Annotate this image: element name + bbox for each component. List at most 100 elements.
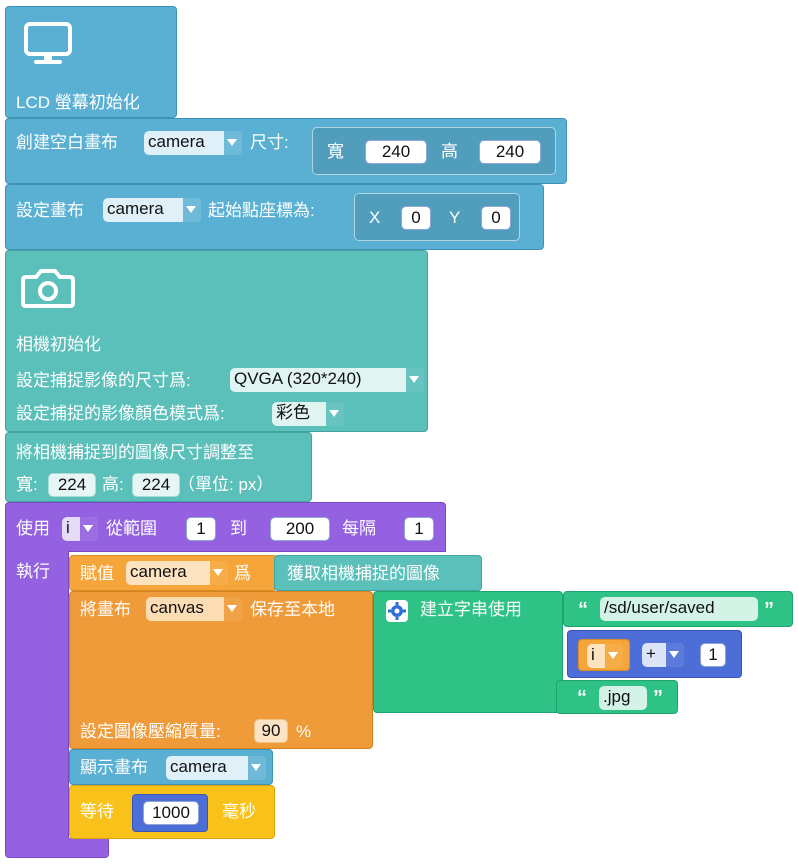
save-canvas-value: canvas bbox=[150, 598, 204, 617]
dropdown-arrow-bg bbox=[210, 561, 228, 585]
loop-use-label: 使用 bbox=[16, 519, 50, 538]
gear-icon[interactable] bbox=[386, 600, 408, 622]
monitor-icon bbox=[24, 22, 72, 64]
dropdown-arrow-bg bbox=[183, 198, 201, 222]
color-mode-label: 設定捕捉的影像顏色模式爲: bbox=[16, 404, 225, 423]
var-i-dropdown[interactable]: i bbox=[587, 644, 623, 668]
camera-init-label: 相機初始化 bbox=[16, 335, 101, 354]
y-label: Y bbox=[449, 208, 461, 227]
capture-size-label: 設定捕捉影像的尺寸爲: bbox=[16, 371, 191, 390]
wait-number-block[interactable]: 1000 bbox=[132, 794, 208, 832]
open-quote-ext: “ bbox=[577, 687, 587, 709]
resize-width-label: 寬: bbox=[16, 475, 38, 494]
save-local-label: 保存至本地 bbox=[250, 600, 335, 619]
dropdown-arrow-bg bbox=[326, 402, 344, 426]
quality-input[interactable]: 90 bbox=[254, 719, 288, 743]
open-quote: “ bbox=[578, 599, 588, 621]
dropdown-arrow-bg bbox=[224, 131, 242, 155]
quality-unit-label: % bbox=[296, 722, 312, 741]
loop-from-input[interactable]: 1 bbox=[186, 517, 216, 541]
resize-width-input[interactable]: 224 bbox=[48, 473, 96, 497]
width-label: 寬 bbox=[327, 142, 344, 161]
loop-range-label: 從範圍 bbox=[106, 519, 157, 538]
wait-block[interactable]: 等待 1000 毫秒 bbox=[69, 785, 275, 839]
assign-var-value: camera bbox=[130, 562, 187, 581]
loop-var-value: i bbox=[66, 518, 70, 537]
origin-canvas-value: camera bbox=[107, 199, 164, 218]
text-block-path[interactable]: “ /sd/user/saved ” bbox=[563, 591, 793, 627]
origin-label: 起始點座標為: bbox=[208, 201, 315, 220]
loop-step-input[interactable]: 1 bbox=[404, 517, 434, 541]
math-add-block[interactable]: i + 1 bbox=[567, 630, 742, 678]
loop-do-label: 執行 bbox=[16, 562, 50, 581]
var-i-block[interactable]: i bbox=[578, 639, 630, 671]
loop-var-dropdown[interactable]: i bbox=[62, 517, 98, 541]
color-mode-dropdown[interactable]: 彩色 bbox=[272, 402, 344, 426]
text-block-ext[interactable]: “ .jpg ” bbox=[556, 680, 678, 714]
operator-value: + bbox=[646, 644, 656, 663]
origin-input-slot: X 0 Y 0 bbox=[354, 193, 520, 241]
loop-bottom-arm bbox=[5, 838, 109, 858]
loop-body-spine: 執行 bbox=[5, 550, 69, 840]
wait-label: 等待 bbox=[80, 802, 114, 821]
assign-block[interactable]: 賦值 camera 爲 bbox=[69, 555, 277, 591]
close-quote: ” bbox=[764, 599, 774, 621]
resize-block[interactable]: 將相機捕捉到的圖像尺寸調整至 寬: 224 高: 224 （單位: px） bbox=[5, 432, 312, 502]
dropdown-arrow-bg bbox=[248, 756, 266, 780]
capture-size-value: QVGA (320*240) bbox=[234, 369, 362, 388]
resize-label: 將相機捕捉到的圖像尺寸調整至 bbox=[16, 443, 254, 462]
lcd-init-label: LCD 螢幕初始化 bbox=[16, 93, 140, 112]
operand-input[interactable]: 1 bbox=[700, 643, 726, 667]
canvas-name-value: camera bbox=[148, 132, 205, 151]
save-canvas-dropdown[interactable]: canvas bbox=[146, 597, 242, 621]
get-image-label: 獲取相機捕捉的圖像 bbox=[287, 564, 440, 583]
assign-var-dropdown[interactable]: camera bbox=[126, 561, 228, 585]
height-label: 高 bbox=[441, 142, 458, 161]
dropdown-arrow-bg bbox=[80, 517, 98, 541]
resize-unit-label: （單位: px） bbox=[178, 475, 274, 494]
wait-unit-label: 毫秒 bbox=[222, 802, 256, 821]
dropdown-arrow-bg bbox=[666, 643, 684, 667]
resize-height-label: 高: bbox=[102, 475, 124, 494]
show-canvas-dropdown[interactable]: camera bbox=[166, 756, 266, 780]
string-join-label: 建立字串使用 bbox=[420, 600, 522, 619]
show-canvas-value: camera bbox=[170, 757, 227, 776]
capture-size-dropdown[interactable]: QVGA (320*240) bbox=[230, 368, 424, 392]
resize-height-input[interactable]: 224 bbox=[132, 473, 180, 497]
for-loop-block[interactable]: 使用 i 從範圍 1 到 200 每隔 1 bbox=[5, 502, 446, 552]
camera-init-block[interactable]: 相機初始化 設定捕捉影像的尺寸爲: QVGA (320*240) 設定捕捉的影像… bbox=[5, 250, 428, 432]
create-canvas-label: 創建空白畫布 bbox=[16, 133, 118, 152]
dropdown-arrow-bg bbox=[605, 644, 623, 668]
size-input-slot: 寬 240 高 240 bbox=[312, 127, 556, 175]
loop-step-label: 每隔 bbox=[342, 519, 376, 538]
wait-value-input[interactable]: 1000 bbox=[143, 801, 199, 825]
create-canvas-block[interactable]: 創建空白畫布 camera 尺寸: 寬 240 高 240 bbox=[5, 118, 567, 184]
dropdown-arrow-bg bbox=[406, 368, 424, 392]
set-canvas-label: 設定畫布 bbox=[16, 201, 84, 220]
lcd-init-block[interactable]: LCD 螢幕初始化 bbox=[5, 6, 177, 118]
height-input[interactable]: 240 bbox=[479, 140, 541, 164]
get-image-block[interactable]: 獲取相機捕捉的圖像 bbox=[274, 555, 482, 591]
show-canvas-block[interactable]: 顯示畫布 camera bbox=[69, 749, 273, 785]
camera-icon bbox=[21, 269, 75, 308]
quality-label: 設定圖像壓縮質量: bbox=[80, 722, 221, 741]
x-label: X bbox=[369, 208, 381, 227]
width-input[interactable]: 240 bbox=[365, 140, 427, 164]
canvas-name-dropdown[interactable]: camera bbox=[144, 131, 242, 155]
x-input[interactable]: 0 bbox=[401, 206, 431, 230]
origin-canvas-dropdown[interactable]: camera bbox=[103, 198, 201, 222]
string-join-block[interactable]: 建立字串使用 bbox=[373, 591, 563, 713]
dropdown-arrow-bg bbox=[224, 597, 242, 621]
var-i-value: i bbox=[591, 645, 595, 664]
loop-to-input[interactable]: 200 bbox=[270, 517, 330, 541]
assign-label: 賦值 bbox=[80, 564, 114, 583]
set-canvas-origin-block[interactable]: 設定畫布 camera 起始點座標為: X 0 Y 0 bbox=[5, 184, 544, 250]
operator-dropdown[interactable]: + bbox=[642, 643, 684, 667]
save-canvas-block[interactable]: 將畫布 canvas 保存至本地 設定圖像壓縮質量: 90 % bbox=[69, 591, 373, 749]
text-path-input[interactable]: /sd/user/saved bbox=[600, 597, 758, 621]
y-input[interactable]: 0 bbox=[481, 206, 511, 230]
size-label: 尺寸: bbox=[250, 133, 289, 152]
text-ext-input[interactable]: .jpg bbox=[599, 686, 647, 710]
show-canvas-label: 顯示畫布 bbox=[80, 758, 148, 777]
loop-to-label: 到 bbox=[230, 519, 247, 538]
